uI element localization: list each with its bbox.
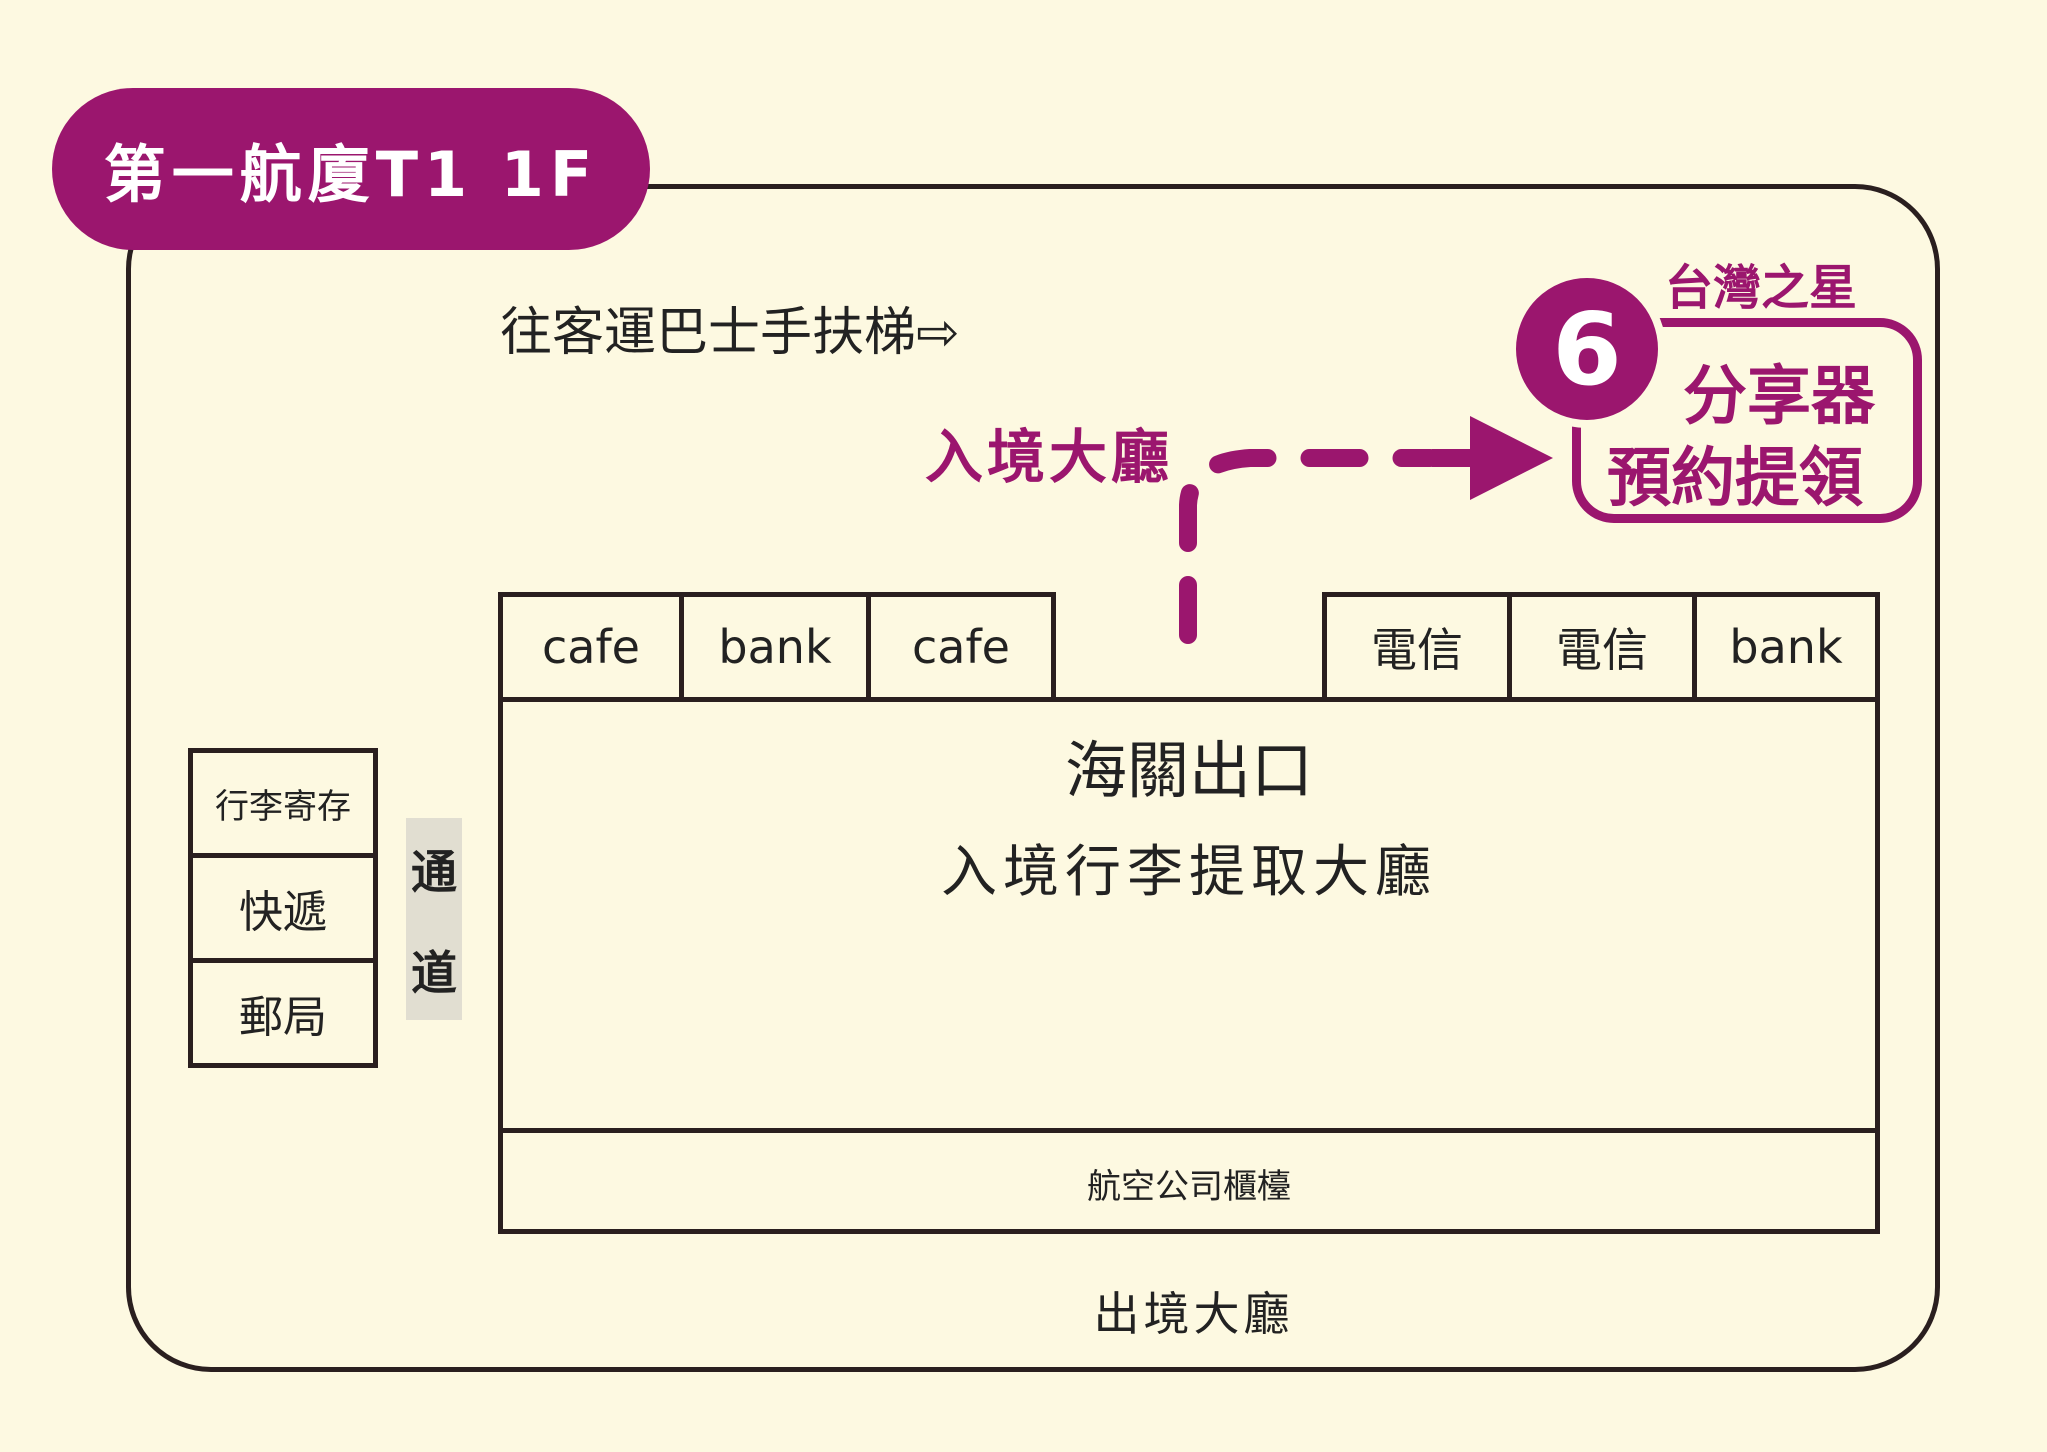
shop-cafe-1: cafe — [498, 592, 684, 702]
terminal-outline — [126, 184, 1940, 1372]
passage-char-1: 通 — [411, 844, 457, 899]
courier-service: 快遞 — [188, 853, 378, 963]
baggage-hall-label: 入境行李提取大廳 — [941, 840, 1437, 905]
passage-char-2: 道 — [411, 945, 457, 1000]
bus-escalator-label: 往客運巴士手扶梯⇨ — [500, 303, 960, 363]
step-number-badge: 6 — [1508, 270, 1666, 428]
baggage-claim-hall: 海關出口 入境行李提取大廳 航空公司櫃檯 — [498, 697, 1880, 1234]
luggage-storage: 行李寄存 — [188, 748, 378, 858]
brand-label: 台灣之星 — [1665, 260, 1858, 316]
airline-counter-label: 航空公司櫃檯 — [503, 1128, 1875, 1234]
router-pickup-box: 分享器 預約提領 — [1572, 318, 1922, 523]
shop-telecom-1: 電信 — [1322, 592, 1512, 702]
shop-telecom-2: 電信 — [1507, 592, 1697, 702]
shop-bank-1: bank — [679, 592, 871, 702]
departures-hall-label: 出境大廳 — [1093, 1287, 1294, 1341]
passage-corridor: 通 道 — [406, 818, 462, 1020]
route-dashed-line — [1179, 449, 1439, 644]
arrivals-hall-label: 入境大廳 — [925, 423, 1174, 491]
route-arrow-head — [1470, 416, 1553, 500]
post-office: 郵局 — [188, 958, 378, 1068]
router-pickup-line2: 預約提領 — [1607, 442, 1863, 516]
shop-cafe-2: cafe — [866, 592, 1056, 702]
map-title: 第一航廈T1 1F — [52, 88, 650, 250]
shop-bank-2: bank — [1692, 592, 1880, 702]
customs-exit-label: 海關出口 — [1064, 734, 1313, 807]
router-pickup-line1: 分享器 — [1683, 360, 1875, 434]
